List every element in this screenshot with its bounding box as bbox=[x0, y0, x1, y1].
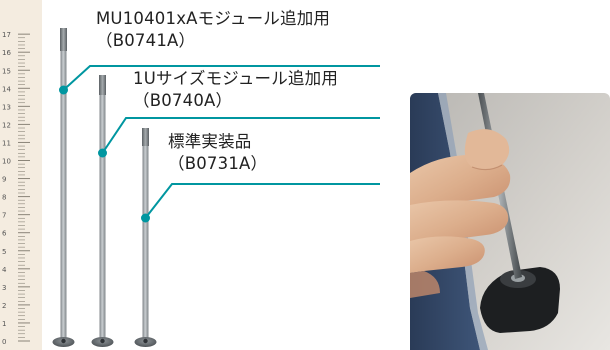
leader-dot-b0741a bbox=[59, 85, 68, 95]
hand-finger-middle bbox=[410, 200, 509, 245]
ruler-label: 8 bbox=[2, 194, 6, 202]
leader-dot-b0740a bbox=[98, 148, 107, 158]
ruler-label: 6 bbox=[2, 230, 7, 238]
rod-b0741a-thread bbox=[60, 28, 67, 51]
rod-b0741a-foot-hole bbox=[61, 338, 66, 344]
ruler-label: 7 bbox=[2, 212, 6, 220]
thumb-crease bbox=[471, 164, 503, 171]
ruler-label: 2 bbox=[2, 302, 6, 310]
callout-b0740a-part: （B0740A） bbox=[133, 91, 233, 110]
ruler-ticks bbox=[18, 33, 30, 342]
callout-b0731a: 標準実装品 （B0731A） bbox=[168, 131, 267, 175]
rod-b0740a-foot-hole bbox=[100, 338, 105, 344]
ruler-label: 3 bbox=[2, 284, 6, 292]
callout-b0740a-name: 1Uサイズモジュール追加用 bbox=[133, 69, 339, 88]
rod-b0731a-thread bbox=[142, 128, 149, 146]
leader-line-b0731a bbox=[144, 183, 380, 219]
rod-b0740a-thread bbox=[99, 75, 106, 95]
ruler-label: 13 bbox=[2, 103, 11, 111]
rods-illustration bbox=[52, 28, 380, 347]
ruler-label: 10 bbox=[2, 158, 11, 166]
hand-palm-shadow bbox=[410, 271, 440, 298]
ruler-label: 15 bbox=[2, 67, 11, 75]
ruler-label: 14 bbox=[2, 85, 11, 93]
rod-b0740a bbox=[91, 75, 114, 347]
callout-b0741a-part: （B0741A） bbox=[96, 31, 196, 50]
rod-b0731a-shaft bbox=[142, 146, 149, 341]
ruler-label: 4 bbox=[2, 266, 7, 274]
callout-b0731a-part: （B0731A） bbox=[168, 154, 268, 173]
ruler-label: 11 bbox=[2, 139, 11, 147]
hand-inserting-rod-photo bbox=[410, 93, 610, 350]
ruler-label: 5 bbox=[2, 248, 6, 256]
rubber-foot bbox=[480, 267, 560, 333]
leader-dot-b0731a bbox=[141, 213, 150, 223]
leader-line-b0741a bbox=[62, 65, 380, 91]
rod-b0731a-foot-hole bbox=[143, 338, 148, 344]
ruler-label: 1 bbox=[2, 320, 6, 328]
callout-b0741a-name: MU10401xAモジュール追加用 bbox=[96, 9, 331, 28]
rod-b0731a bbox=[134, 128, 157, 347]
callout-b0740a: 1Uサイズモジュール追加用 （B0740A） bbox=[133, 68, 338, 112]
ruler-label: 12 bbox=[2, 121, 11, 129]
rod-b0741a-shaft bbox=[60, 51, 67, 341]
leader-line-b0740a bbox=[101, 117, 380, 154]
callout-b0741a: MU10401xAモジュール追加用 （B0741A） bbox=[96, 8, 330, 52]
rod-b0741a bbox=[52, 28, 75, 347]
hand-finger-ring bbox=[410, 236, 485, 273]
ruler-label: 16 bbox=[2, 49, 11, 57]
ruler-label: 0 bbox=[2, 338, 6, 346]
ruler-label: 17 bbox=[2, 31, 11, 39]
hand-thumb bbox=[464, 129, 510, 170]
rod-b0740a-shaft bbox=[99, 95, 106, 341]
ruler-label: 9 bbox=[2, 176, 6, 184]
callout-b0731a-name: 標準実装品 bbox=[168, 132, 252, 151]
